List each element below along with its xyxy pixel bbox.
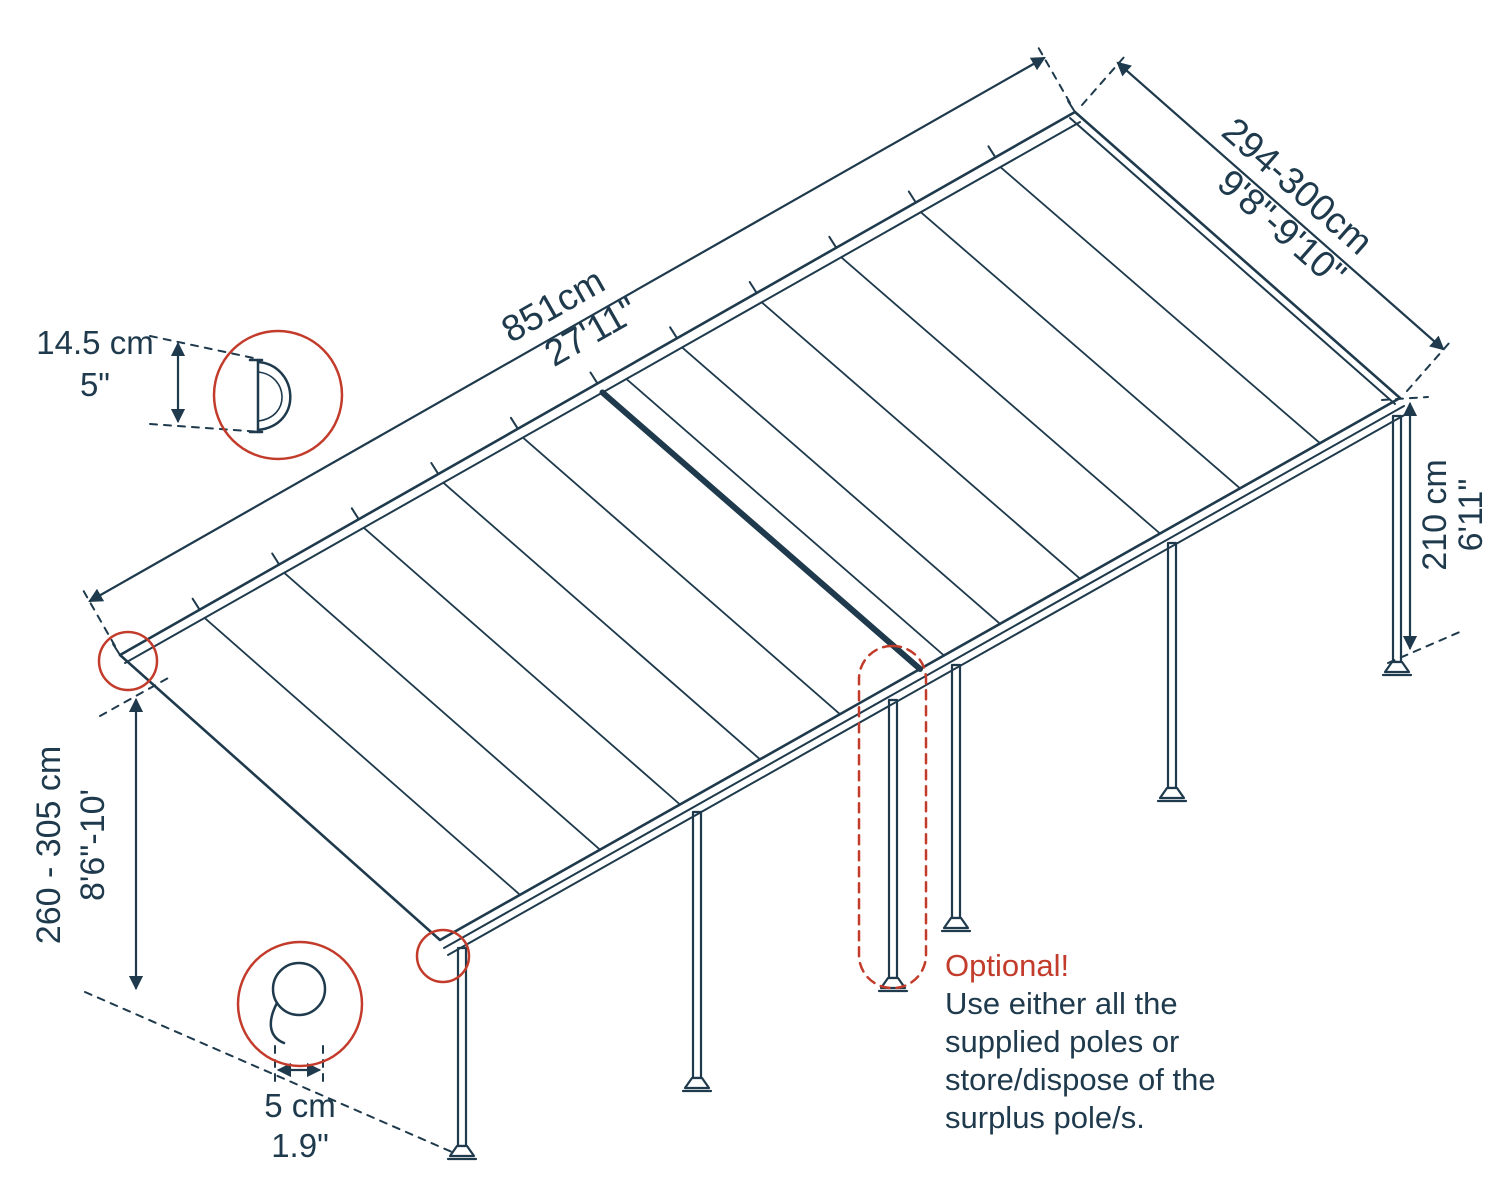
optional-note: Optional! Use either all the supplied po… bbox=[945, 948, 1216, 1135]
front-height-metric-label: 210 cm bbox=[1416, 459, 1454, 571]
optional-note-line-3: store/dispose of the bbox=[945, 1062, 1216, 1097]
linework bbox=[82, 46, 1463, 1161]
optional-note-line-2: supplied poles or bbox=[945, 1024, 1179, 1059]
back-height-metric-label: 260 - 305 cm bbox=[30, 746, 68, 944]
pole-2 bbox=[681, 810, 713, 1093]
gutter-profile-section bbox=[248, 358, 292, 434]
support-poles bbox=[446, 414, 1413, 1161]
pole-6 bbox=[1381, 414, 1413, 677]
front-height-imperial-label: 6'11" bbox=[1452, 479, 1490, 552]
pole-3-optional bbox=[877, 698, 909, 993]
pole-profile-callout-circle bbox=[236, 940, 364, 1068]
length-dimension-label: 851cm 27'11" bbox=[495, 260, 645, 374]
front-height-metric-wrap: 210 cm bbox=[1416, 459, 1454, 571]
back-height-metric-wrap: 260 - 305 cm bbox=[30, 746, 68, 944]
optional-note-body: Use either all the supplied poles or sto… bbox=[945, 986, 1216, 1135]
width-dimension-arrow bbox=[1116, 61, 1445, 351]
pole-profile-section bbox=[269, 961, 327, 1045]
back-height-imperial-wrap: 8'6"-10' bbox=[74, 789, 112, 901]
optional-note-line-1: Use either all the bbox=[945, 986, 1178, 1021]
pole-4 bbox=[940, 663, 972, 933]
dimension-arrows bbox=[88, 56, 1445, 1078]
pole-metric-label: 5 cm bbox=[264, 1087, 336, 1124]
back-height-imperial-label: 8'6"-10' bbox=[74, 789, 112, 901]
pole-5 bbox=[1156, 541, 1188, 803]
length-dimension-arrow bbox=[88, 56, 1046, 603]
optional-note-line-4: surplus pole/s. bbox=[945, 1100, 1145, 1135]
pole-imperial-label: 1.9" bbox=[271, 1127, 329, 1164]
optional-note-title: Optional! bbox=[945, 948, 1069, 983]
front-corner-callout-circle bbox=[415, 928, 471, 984]
optional-pole-highlight-box bbox=[857, 644, 928, 990]
gutter-profile-callout-circle bbox=[212, 329, 344, 461]
front-height-imperial-wrap: 6'11" bbox=[1452, 479, 1490, 552]
accent-linework bbox=[97, 329, 928, 1068]
profile-imperial-label: 5" bbox=[80, 366, 110, 403]
profile-metric-label: 14.5 cm bbox=[36, 324, 153, 361]
left-corner-callout-circle bbox=[97, 630, 159, 692]
